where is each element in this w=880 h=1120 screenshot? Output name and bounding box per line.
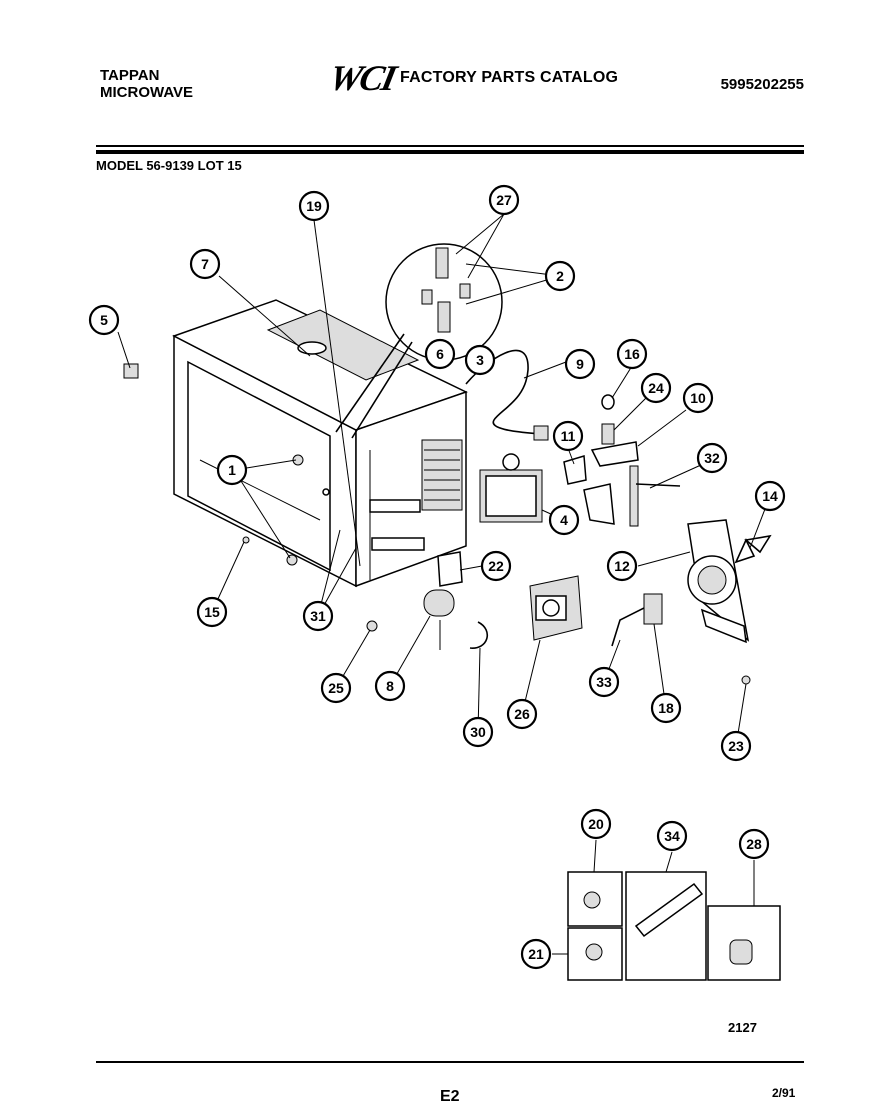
callout-21-label: 21 xyxy=(528,946,544,962)
callout-32: 32 xyxy=(696,442,728,474)
page-number: E2 xyxy=(440,1088,460,1105)
callout-22: 22 xyxy=(480,550,512,582)
callout-1-label: 1 xyxy=(228,462,236,478)
callout-14-label: 14 xyxy=(762,488,778,504)
callout-20-label: 20 xyxy=(588,816,604,832)
callout-10-label: 10 xyxy=(690,390,706,406)
callout-18: 18 xyxy=(650,692,682,724)
callout-34-label: 34 xyxy=(664,828,680,844)
callout-10: 10 xyxy=(682,382,714,414)
power-cord xyxy=(465,349,541,435)
diagram-code: 2127 xyxy=(728,1020,757,1035)
callout-8-label: 8 xyxy=(386,678,394,694)
screw-part-2 xyxy=(741,675,751,685)
callout-6-label: 6 xyxy=(436,346,444,362)
callout-7-label: 7 xyxy=(201,256,209,272)
callout-28-label: 28 xyxy=(746,836,762,852)
power-plug xyxy=(533,425,549,441)
callout-30: 30 xyxy=(462,716,494,748)
callout-3: 3 xyxy=(464,344,496,376)
model-label: MODEL 56-9139 LOT 15 xyxy=(96,158,242,173)
callout-1: 1 xyxy=(216,454,248,486)
callout-18-label: 18 xyxy=(658,700,674,716)
callout-9: 9 xyxy=(564,348,596,380)
callout-34: 34 xyxy=(656,820,688,852)
callout-31: 31 xyxy=(302,600,334,632)
callout-21: 21 xyxy=(520,938,552,970)
callout-7: 7 xyxy=(189,248,221,280)
callout-24-label: 24 xyxy=(648,380,664,396)
callout-11-label: 11 xyxy=(561,428,576,444)
callout-26: 26 xyxy=(506,698,538,730)
callout-9-label: 9 xyxy=(576,356,584,372)
catalog-title: FACTORY PARTS CATALOG xyxy=(400,69,619,86)
callout-12: 12 xyxy=(606,550,638,582)
accessory-insets xyxy=(567,871,781,981)
thermal-parts-drawing xyxy=(563,394,681,527)
catalog-part-number: 5995202255 xyxy=(720,76,804,93)
callout-31-label: 31 xyxy=(310,608,326,624)
callout-22-label: 22 xyxy=(488,558,504,574)
callout-33-label: 33 xyxy=(596,674,612,690)
callout-20: 20 xyxy=(580,808,612,840)
callout-27-label: 27 xyxy=(496,192,512,208)
magnetron-drawing xyxy=(479,453,543,523)
callout-2-label: 2 xyxy=(556,268,564,284)
callout-15-label: 15 xyxy=(204,604,220,620)
callout-24: 24 xyxy=(640,372,672,404)
door-latch-part xyxy=(123,363,139,379)
callout-14: 14 xyxy=(754,480,786,512)
callout-19-label: 19 xyxy=(306,198,322,214)
callout-6: 6 xyxy=(424,338,456,370)
callout-11: 11 xyxy=(552,420,584,452)
callout-5-label: 5 xyxy=(100,312,108,328)
callout-8: 8 xyxy=(374,670,406,702)
brand-line-1: TAPPAN xyxy=(100,67,160,84)
callout-12-label: 12 xyxy=(614,558,630,574)
revision-date: 2/91 xyxy=(772,1086,796,1100)
callout-32-label: 32 xyxy=(704,450,720,466)
callout-33: 33 xyxy=(588,666,620,698)
foot-part xyxy=(366,620,378,632)
callout-26-label: 26 xyxy=(514,706,530,722)
interlock-switch-inset xyxy=(335,243,503,439)
callout-19: 19 xyxy=(298,190,330,222)
capacitor-drawing xyxy=(423,551,489,650)
transformer-drawing xyxy=(529,575,583,641)
catalog-heading: WCI FACTORY PARTS CATALOG xyxy=(326,58,619,98)
callout-16: 16 xyxy=(616,338,648,370)
callout-27: 27 xyxy=(488,184,520,216)
callout-16-label: 16 xyxy=(624,346,640,362)
brand-name: TAPPAN MICROWAVE xyxy=(100,67,193,101)
callout-4: 4 xyxy=(548,504,580,536)
callout-3-label: 3 xyxy=(476,352,484,368)
brand-line-2: MICROWAVE xyxy=(100,84,194,101)
callout-28: 28 xyxy=(738,828,770,860)
callout-25-label: 25 xyxy=(328,680,344,696)
callout-25: 25 xyxy=(320,672,352,704)
callout-23-label: 23 xyxy=(728,738,744,754)
callout-30-label: 30 xyxy=(470,724,486,740)
callout-15: 15 xyxy=(196,596,228,628)
callout-2: 2 xyxy=(544,260,576,292)
callout-5: 5 xyxy=(88,304,120,336)
callout-4-label: 4 xyxy=(560,512,568,528)
callout-23: 23 xyxy=(720,730,752,762)
fan-assembly-drawing xyxy=(611,519,772,647)
screw-part xyxy=(242,536,250,544)
